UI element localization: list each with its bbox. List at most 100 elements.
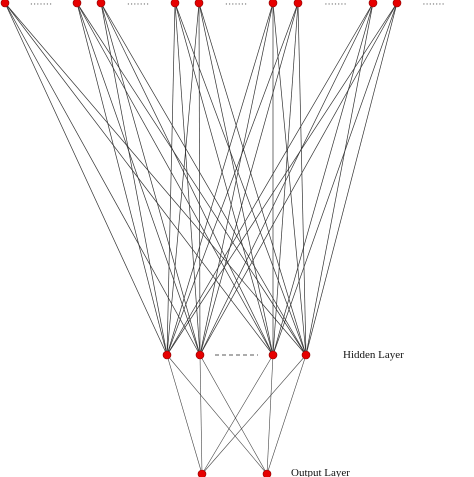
edge-input-hidden <box>199 2 274 356</box>
input-ellipsis-dot <box>436 3 438 5</box>
edge-input-hidden <box>4 2 201 356</box>
input-ellipsis-dot <box>423 3 425 5</box>
input-ellipsis-dot <box>442 3 444 5</box>
edge-input-hidden <box>198 2 274 356</box>
input-ellipsis-dot <box>334 3 337 5</box>
input-node <box>268 0 278 8</box>
input-ellipsis-dot <box>33 3 36 5</box>
edge-input-hidden <box>305 2 374 356</box>
input-ellipsis-dot <box>341 3 343 5</box>
edge-input-hidden <box>199 2 398 356</box>
edge-input-hidden <box>100 2 201 356</box>
edge-hidden-output <box>166 354 268 475</box>
edge-input-hidden <box>198 2 307 356</box>
edge-hidden-output <box>166 354 203 475</box>
edge-input-hidden <box>76 2 307 356</box>
input-node <box>0 0 10 8</box>
edge-input-hidden <box>199 2 299 356</box>
edge-input-hidden <box>174 2 307 356</box>
edge-input-hidden <box>76 2 201 356</box>
input-ellipsis-dot <box>432 3 435 5</box>
input-ellipsis-dot <box>137 3 139 5</box>
input-ellipsis-dot <box>228 3 231 5</box>
edge-input-hidden <box>199 2 374 356</box>
edge-input-hidden <box>166 2 374 356</box>
edge-input-hidden <box>272 2 299 356</box>
input-ellipsis-dot <box>429 3 431 5</box>
hidden-node <box>195 350 205 360</box>
input-node <box>293 0 303 8</box>
edge-input-hidden <box>305 2 398 356</box>
input-ellipsis-dot <box>241 3 244 5</box>
output-node <box>197 469 207 477</box>
input-ellipsis-dot <box>130 3 133 5</box>
edge-input-hidden <box>272 2 307 356</box>
input-ellipsis-dot <box>40 3 42 5</box>
input-node <box>170 0 180 8</box>
input-ellipsis-dot <box>426 3 428 5</box>
edge-input-hidden <box>166 2 398 356</box>
layer-ellipses <box>30 3 444 356</box>
edge-input-hidden <box>76 2 274 356</box>
input-ellipsis-dot <box>146 3 149 5</box>
input-ellipsis-dot <box>143 3 146 5</box>
input-ellipsis-dot <box>140 3 142 5</box>
edge-input-hidden <box>166 2 299 356</box>
input-ellipsis-dot <box>344 3 346 5</box>
input-ellipsis-dot <box>134 3 136 5</box>
edge-input-hidden <box>100 2 274 356</box>
input-ellipsis-dot <box>338 3 340 5</box>
network-nodes <box>0 0 402 477</box>
input-ellipsis-dot <box>46 3 49 5</box>
hidden-node <box>268 350 278 360</box>
input-ellipsis-dot <box>328 3 330 5</box>
input-node <box>72 0 82 8</box>
hidden-node <box>301 350 311 360</box>
input-ellipsis-dot <box>43 3 45 5</box>
edge-input-hidden <box>4 2 274 356</box>
edge-input-hidden <box>4 2 168 356</box>
input-ellipsis-dot <box>238 3 240 5</box>
input-node <box>392 0 402 8</box>
edge-input-hidden <box>166 2 176 356</box>
edge-hidden-output <box>199 354 268 475</box>
hidden-layer-label: Hidden Layer <box>343 349 404 361</box>
input-ellipsis-dot <box>235 3 237 5</box>
input-ellipsis-dot <box>127 3 130 5</box>
input-ellipsis-dot <box>225 3 228 5</box>
edge-input-hidden <box>100 2 168 356</box>
input-ellipsis-dot <box>439 3 441 5</box>
edge-hidden-output <box>266 354 274 475</box>
output-layer-label: Output Layer <box>291 467 350 477</box>
input-ellipsis-dot <box>232 3 234 5</box>
edge-input-hidden <box>166 2 274 356</box>
edge-input-hidden <box>166 2 200 356</box>
edge-input-hidden <box>174 2 201 356</box>
edge-hidden-output <box>201 354 307 475</box>
edge-input-hidden <box>174 2 274 356</box>
edge-input-hidden <box>76 2 168 356</box>
hidden-node <box>162 350 172 360</box>
edge-input-hidden <box>272 2 398 356</box>
edge-hidden-output <box>266 354 307 475</box>
edge-input-hidden <box>297 2 307 356</box>
edge-input-hidden <box>4 2 307 356</box>
edge-hidden-output <box>201 354 274 475</box>
input-node <box>96 0 106 8</box>
input-ellipsis-dot <box>49 3 52 5</box>
input-ellipsis-dot <box>325 3 327 5</box>
edge-input-hidden <box>272 2 374 356</box>
input-node <box>368 0 378 8</box>
input-ellipsis-dot <box>37 3 39 5</box>
edge-hidden-output <box>199 354 203 475</box>
output-node <box>262 469 272 477</box>
edges-hidden-to-output <box>166 354 307 475</box>
input-node <box>194 0 204 8</box>
input-ellipsis-dot <box>244 3 247 5</box>
edge-input-hidden <box>198 2 201 356</box>
input-ellipsis-dot <box>30 3 33 5</box>
edges-input-to-hidden <box>4 2 398 356</box>
input-ellipsis-dot <box>331 3 333 5</box>
edge-input-hidden <box>100 2 307 356</box>
